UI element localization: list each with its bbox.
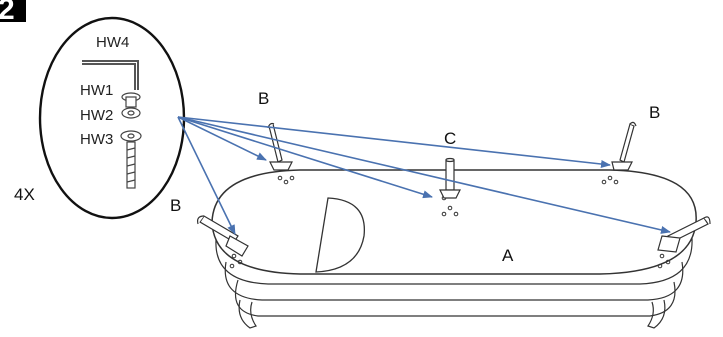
table-base	[211, 169, 697, 329]
step-badge: 2	[0, 0, 26, 26]
hw4-label: HW4	[96, 34, 129, 51]
label-center-leg: C	[444, 129, 456, 148]
base-skirt-bottom	[234, 279, 676, 317]
hardware-arrows	[177, 116, 671, 235]
label-leg-back-left: B	[258, 89, 269, 108]
arrow-to-leg-front-right	[177, 116, 671, 234]
label-leg-front-left: B	[170, 196, 181, 215]
quantity-label: 4X	[14, 185, 35, 204]
arrow-to-center-leg	[177, 116, 433, 199]
center-leg	[439, 157, 461, 199]
leg-back-left	[267, 122, 293, 171]
hw2-label: HW2	[80, 107, 113, 124]
label-leg-back-right: B	[649, 103, 660, 122]
bolt-stack-icon	[120, 92, 142, 189]
step-number: 2	[0, 0, 15, 26]
leg-back-right	[611, 121, 637, 171]
base-skirt-top	[215, 237, 693, 285]
hw1-label: HW1	[80, 82, 113, 99]
arrow-to-leg-back-right	[177, 116, 611, 168]
base-foot-right	[647, 299, 666, 329]
arrow-to-leg-front-left	[177, 116, 236, 235]
base-d-marking	[315, 197, 365, 273]
label-base: A	[502, 246, 514, 265]
base-top-surface	[211, 169, 697, 275]
allen-wrench-icon	[82, 60, 139, 90]
base-foot-left	[238, 299, 257, 329]
hw3-label: HW3	[80, 131, 113, 148]
leg-front-right	[657, 216, 711, 253]
base-skirt-middle	[224, 261, 684, 301]
arrow-to-leg-back-left	[177, 116, 267, 161]
leg-front-left	[197, 215, 249, 257]
